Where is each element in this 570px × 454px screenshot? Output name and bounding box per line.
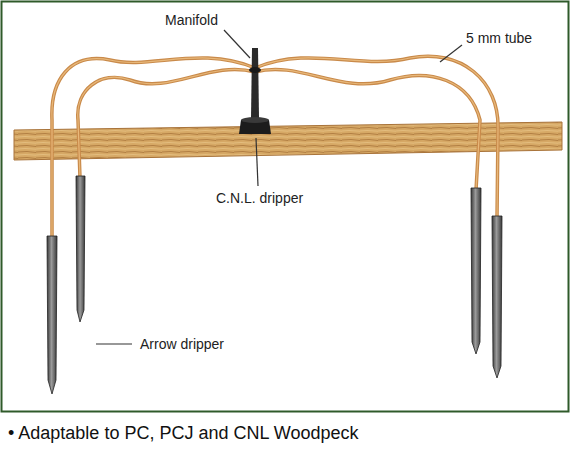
frame xyxy=(2,2,569,412)
part-label: C.N.L. dripper xyxy=(214,190,305,206)
part-label: Manifold xyxy=(163,12,220,28)
part-label: Arrow dripper xyxy=(138,336,226,352)
leader-line xyxy=(96,30,462,344)
manifold xyxy=(251,48,259,118)
tube xyxy=(52,56,498,238)
part-label: 5 mm tube xyxy=(464,30,534,46)
arrow-dripper xyxy=(47,176,502,394)
caption: • Adaptable to PC, PCJ and CNL Woodpeck xyxy=(8,422,359,444)
